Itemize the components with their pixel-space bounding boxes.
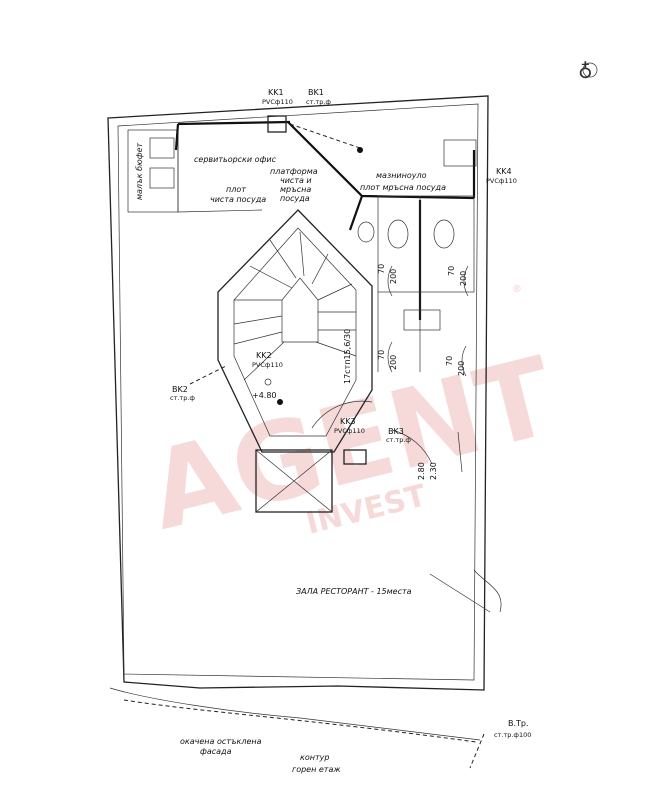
door-swing-2 (463, 265, 469, 297)
door-swing-1 (387, 265, 393, 297)
label-main-door-h: 2.30 (429, 462, 438, 480)
wc-area (357, 139, 477, 377)
stair-well (281, 277, 319, 343)
label-door-2-h: 200 (459, 271, 468, 286)
vtr-pipe (469, 733, 485, 769)
hall-features (189, 365, 502, 769)
label-door-3-w: 70 (377, 350, 386, 360)
label-vtr: В.Тр. (508, 719, 529, 728)
label-kk1-pipe: PVCф110 (262, 98, 293, 106)
door-swing-4 (461, 345, 467, 377)
door-leaf (457, 431, 463, 473)
watermark-reg: ® (512, 284, 522, 295)
label-stairs: 17стп15,6/30 (343, 329, 352, 384)
main-door-swing-1 (311, 400, 373, 429)
landing-cross (255, 449, 333, 513)
door-swing-3 (387, 341, 393, 373)
outer-wall-line (107, 95, 489, 691)
inner-wall-line (117, 103, 479, 681)
label-facade-1: окачена остъклена (180, 737, 262, 746)
staircase (217, 209, 373, 513)
label-kk3-pipe: PVCф110 (334, 427, 365, 435)
label-door-4-w: 70 (445, 356, 454, 366)
kk3-manhole (343, 449, 367, 465)
stair-inner-outline (233, 227, 357, 437)
counter-edge (177, 209, 263, 213)
facade-line (109, 687, 481, 741)
label-platform-4: посуда (280, 194, 310, 203)
label-kk4: KK4 (496, 167, 512, 176)
label-door-1-h: 200 (389, 269, 398, 284)
orientation-circle (582, 62, 598, 78)
stair-landing (255, 449, 333, 513)
kk1-manhole (267, 115, 287, 133)
label-platform-1: платформа (270, 167, 318, 176)
floor-drain-2 (277, 399, 283, 405)
service-room (127, 126, 263, 213)
wc-block (377, 195, 475, 293)
label-facade-2: фасада (200, 747, 232, 756)
label-contour-2: горен етаж (292, 765, 341, 774)
label-contour-1: контур (300, 753, 329, 762)
label-door-4-h: 200 (457, 361, 466, 376)
toilet-1 (387, 219, 409, 249)
label-vtr-pipe: ст.тр.ф100 (494, 731, 531, 739)
level-marker (264, 378, 272, 386)
label-bk2: BK2 (172, 385, 188, 394)
bk2-branch (189, 365, 227, 385)
label-bk1-pipe: ст.тр.ф (306, 98, 331, 106)
label-bk3-pipe: ст.тр.ф (386, 436, 411, 444)
toilet-2 (433, 219, 455, 249)
label-service-office: сервитьорски офис (194, 155, 277, 164)
label-kk1: KK1 (268, 88, 284, 97)
bar-sink-2 (149, 167, 175, 189)
label-bk1: BK1 (308, 88, 324, 97)
label-bk2-pipe: ст.тр.ф (170, 394, 195, 402)
floor-drain-1 (357, 147, 363, 153)
label-small-bar: малък бюфет (135, 142, 144, 200)
main-door-swing-2 (391, 429, 433, 465)
label-counter-clean-1: плот (226, 185, 246, 194)
pipe-bk1-branch (289, 123, 361, 149)
pipe-to-stairs (348, 195, 364, 231)
pipe-top (177, 120, 291, 126)
stair-treads (233, 231, 357, 381)
hall-line (429, 573, 491, 613)
labels: KK1 PVCф110 BK1 ст.тр.ф малък бюфет серв… (135, 88, 531, 774)
outer-walls (107, 95, 489, 743)
label-door-2-w: 70 (447, 266, 456, 276)
label-kk2-pipe: PVCф110 (252, 361, 283, 369)
label-platform-2: чиста и (280, 176, 312, 185)
label-platform-3: мръсна (280, 185, 311, 194)
label-counter-dirty: плот мръсна посуда (360, 183, 446, 192)
label-bk3: BK3 (388, 427, 404, 436)
label-level: +4.80 (252, 391, 277, 400)
label-kk2: KK2 (256, 351, 272, 360)
label-grease-trap: мазниноуло (376, 171, 427, 180)
north-arrow-icon: ♁ (578, 59, 593, 83)
wash-basin-1 (357, 221, 375, 243)
pipe-left-drop (174, 123, 180, 151)
wash-basin-2 (403, 309, 441, 331)
stair-outline (217, 209, 373, 453)
label-kk4-pipe: PVCф110 (486, 177, 517, 185)
label-door-3-h: 200 (389, 355, 398, 370)
label-counter-clean-2: чиста посуда (210, 195, 266, 204)
kitchen-sink (443, 139, 477, 167)
label-door-1-w: 70 (377, 264, 386, 274)
vent-symbol (473, 569, 502, 613)
bar-sink (149, 137, 175, 159)
label-hall: ЗАЛА РЕСТОРАНТ - 15места (296, 587, 412, 596)
label-kk3: KK3 (340, 417, 356, 426)
upper-floor-contour (123, 699, 477, 743)
label-main-door-w: 2.80 (417, 462, 426, 480)
